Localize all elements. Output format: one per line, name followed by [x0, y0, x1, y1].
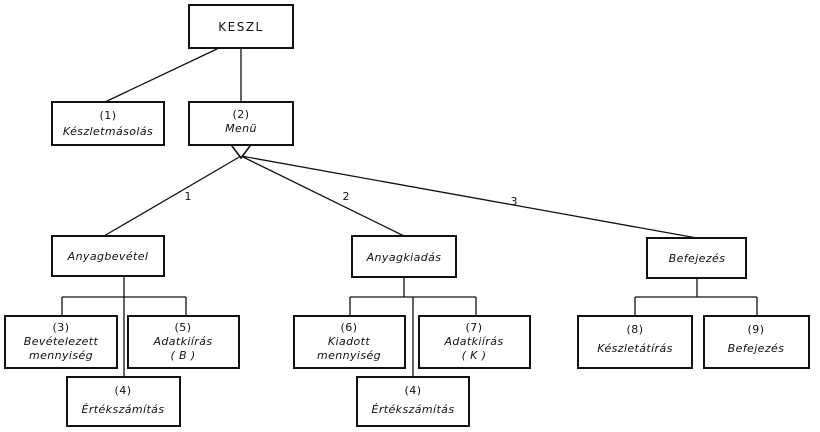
node-ertekszamitas-2-label: Értékszámítás — [372, 403, 455, 416]
node-keszletmasolas: (1) Készletmásolás — [51, 101, 165, 146]
node-ertekszamitas-1-label: Értékszámítás — [82, 403, 165, 416]
node-adatkiiras-b-line2: ( B ) — [170, 349, 195, 362]
node-keszletatiras-box — [577, 315, 693, 369]
node-anyagbevetel: Anyagbevétel — [51, 235, 165, 277]
node-menu-box — [188, 101, 294, 146]
node-anyagkiadas-box — [351, 235, 457, 278]
node-bevetelezett-line2: mennyiség — [29, 349, 93, 362]
node-kiadott-line2: mennyiség — [317, 349, 381, 362]
node-anyagbevetel-label: Anyagbevétel — [67, 250, 149, 263]
node-kiadott-number: (6) — [340, 321, 357, 334]
connector-root-keszletmasolas — [104, 47, 220, 103]
node-kiadott: (6) Kiadott mennyiség — [293, 315, 406, 369]
node-keszletatiras-number: (8) — [626, 323, 643, 336]
edge-label-1: 1 — [185, 190, 192, 203]
node-befejezes: (9) Befejezés — [703, 315, 810, 369]
node-anyagkiadas: Anyagkiadás — [351, 235, 457, 278]
connector-menu-anyagkiadas — [240, 155, 405, 237]
edge-label-2: 2 — [343, 190, 350, 203]
node-befejezes-group-box — [646, 237, 747, 279]
node-anyagkiadas-label: Anyagkiadás — [366, 251, 442, 264]
node-anyagbevetel-box — [51, 235, 165, 277]
node-bevetelezett-box — [4, 315, 118, 369]
node-befejezes-number: (9) — [747, 323, 764, 336]
node-adatkiiras-b-line1: Adatkiírás — [152, 335, 212, 348]
node-bevetelezett-line1: Bevételezett — [24, 335, 99, 348]
node-keszletmasolas-number: (1) — [99, 109, 116, 122]
node-keszl-label: KESZL — [218, 20, 263, 34]
node-keszletatiras: (8) Készletátírás — [577, 315, 693, 369]
node-menu: (2) Menü — [188, 101, 294, 146]
node-adatkiiras-b: (5) Adatkiírás ( B ) — [127, 315, 240, 369]
node-menu-number: (2) — [232, 108, 249, 121]
node-keszletmasolas-label: Készletmásolás — [63, 125, 153, 138]
edge-label-3: 3 — [511, 195, 518, 208]
node-ertekszamitas-1-box — [66, 376, 181, 427]
node-keszletmasolas-box — [51, 101, 165, 146]
connector-menu-anyagbevetel — [103, 155, 242, 237]
node-keszl: KESZL — [188, 4, 294, 49]
node-keszletatiras-label: Készletátírás — [597, 342, 673, 355]
node-befejezes-label: Befejezés — [728, 342, 785, 355]
node-adatkiiras-k-line2: ( K ) — [462, 349, 487, 362]
node-befejezes-box — [703, 315, 810, 369]
node-bevetelezett-number: (3) — [52, 321, 69, 334]
node-keszl-box — [188, 4, 294, 49]
node-menu-label: Menü — [225, 122, 257, 135]
node-adatkiiras-k: (7) Adatkiírás ( K ) — [418, 315, 531, 369]
connector-menu-befejezes-group — [240, 155, 698, 239]
node-adatkiiras-k-box — [418, 315, 531, 369]
node-kiadott-line1: Kiadott — [328, 335, 370, 348]
node-ertekszamitas-2: (4) Értékszámítás — [356, 376, 470, 427]
node-bevetelezett: (3) Bevételezett mennyiség — [4, 315, 118, 369]
node-adatkiiras-k-line1: Adatkiírás — [443, 335, 503, 348]
node-ertekszamitas-1-number: (4) — [114, 384, 131, 397]
node-ertekszamitas-1: (4) Értékszámítás — [66, 376, 181, 427]
connectors — [61, 47, 758, 377]
node-befejezes-group-label: Befejezés — [669, 252, 726, 265]
node-kiadott-box — [293, 315, 406, 369]
node-adatkiiras-k-number: (7) — [465, 321, 482, 334]
node-ertekszamitas-2-box — [356, 376, 470, 427]
node-befejezes-group: Befejezés — [646, 237, 747, 279]
node-ertekszamitas-2-number: (4) — [404, 384, 421, 397]
node-adatkiiras-b-box — [127, 315, 240, 369]
node-adatkiiras-b-number: (5) — [174, 321, 191, 334]
